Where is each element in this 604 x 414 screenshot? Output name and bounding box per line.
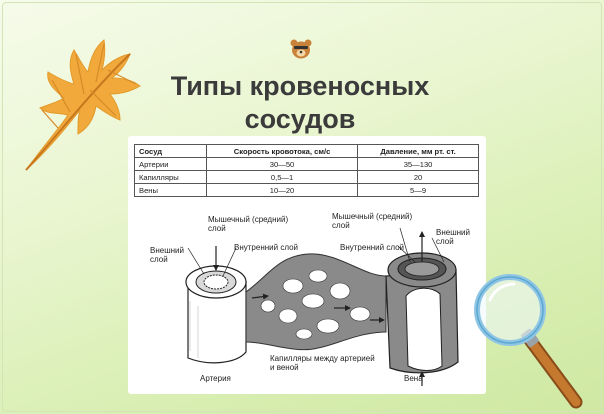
table-cell: 5—9 — [357, 183, 479, 197]
table-row: Капилляры 0,5—1 20 — [134, 170, 479, 184]
vessel-table: Сосуд Скорость кровотока, см/с Давление,… — [134, 144, 479, 197]
blood-vessel-diagram — [185, 227, 459, 386]
vein-inner-layer-label: Внутренний слой — [340, 243, 404, 252]
bear-logo-icon — [290, 39, 312, 59]
page-title: Типы кровеносных сосудов — [150, 70, 450, 136]
table-cell: 10—20 — [205, 183, 359, 197]
content-card: Сосуд Скорость кровотока, см/с Давление,… — [128, 136, 486, 394]
magnifying-glass-icon — [474, 274, 583, 409]
oak-leaf-icon — [25, 39, 141, 171]
capillary-network — [245, 253, 387, 351]
artery-muscle-layer-label: Мышечный (средний)слой — [208, 215, 289, 233]
table-row: Вены 10—20 5—9 — [134, 183, 479, 197]
vein-label: Вена — [404, 374, 423, 383]
vein-muscle-layer-label: Мышечный (средний)слой — [332, 212, 413, 230]
title-line-2: сосудов — [244, 104, 356, 134]
title-line-1: Типы кровеносных — [170, 71, 430, 101]
artery-label: Артерия — [200, 374, 231, 383]
artery-inner-layer-label: Внутренний слой — [234, 243, 298, 252]
vein-shape — [385, 252, 459, 374]
artery-shape — [185, 265, 247, 364]
